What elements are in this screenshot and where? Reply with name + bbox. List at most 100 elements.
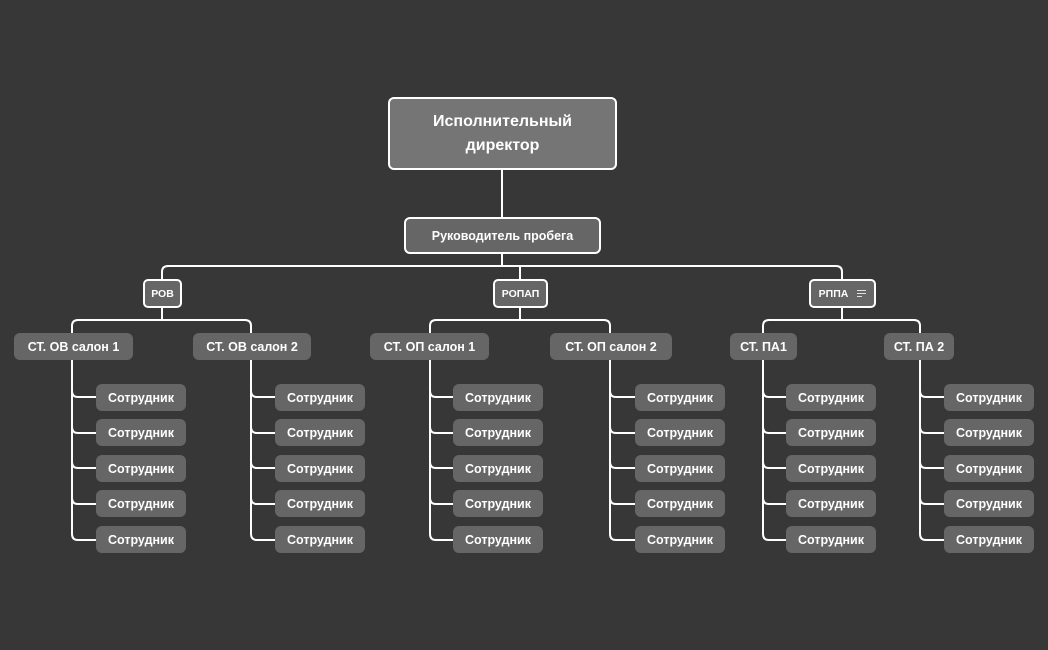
team-node[interactable]: СТ. ОП салон 1 (370, 333, 489, 360)
root-node-label: Исполнительный директор (433, 112, 572, 154)
connector-line (429, 319, 611, 333)
employee-label: Сотрудник (797, 425, 864, 440)
employee-label: Сотрудник (464, 532, 531, 547)
department-node[interactable]: РППА (809, 279, 876, 308)
connector-line (250, 426, 275, 434)
employee-label: Сотрудник (646, 496, 713, 511)
connector-line (609, 390, 635, 398)
connector-line (762, 319, 921, 333)
employee-node[interactable]: Сотрудник (944, 384, 1034, 411)
connector-line (919, 426, 944, 434)
connector-line (609, 426, 635, 434)
employee-node[interactable]: Сотрудник (453, 490, 543, 517)
employee-label: Сотрудник (797, 532, 864, 547)
employee-node[interactable]: Сотрудник (96, 419, 186, 446)
employee-node[interactable]: Сотрудник (96, 490, 186, 517)
employee-label: Сотрудник (464, 390, 531, 405)
connector-line (429, 497, 453, 505)
employee-label: Сотрудник (797, 390, 864, 405)
employee-node[interactable]: Сотрудник (786, 419, 876, 446)
employee-node[interactable]: Сотрудник (635, 384, 725, 411)
team-node[interactable]: СТ. ПА1 (730, 333, 797, 360)
root-node[interactable]: Исполнительный директор (388, 97, 617, 170)
connector-line (429, 426, 453, 434)
team-label: СТ. ОП салон 2 (565, 339, 657, 354)
note-icon[interactable] (857, 290, 867, 297)
employee-label: Сотрудник (955, 496, 1022, 511)
team-node[interactable]: СТ. ОП салон 2 (550, 333, 672, 360)
team-label: СТ. ПА1 (740, 339, 787, 354)
employee-node[interactable]: Сотрудник (786, 455, 876, 482)
employee-node[interactable]: Сотрудник (453, 384, 543, 411)
connector-line (919, 360, 944, 541)
team-label: СТ. ОВ салон 2 (206, 339, 298, 354)
connector-line (71, 319, 252, 333)
employee-node[interactable]: Сотрудник (944, 490, 1034, 517)
connector-line (762, 360, 786, 541)
employee-label: Сотрудник (646, 390, 713, 405)
employee-node[interactable]: Сотрудник (786, 490, 876, 517)
employee-node[interactable]: Сотрудник (453, 419, 543, 446)
team-node[interactable]: СТ. ОВ салон 2 (193, 333, 311, 360)
employee-node[interactable]: Сотрудник (944, 419, 1034, 446)
employee-label: Сотрудник (646, 461, 713, 476)
connector-line (71, 461, 96, 469)
employee-node[interactable]: Сотрудник (786, 526, 876, 553)
connector-line (250, 390, 275, 398)
employee-label: Сотрудник (107, 496, 174, 511)
employee-label: Сотрудник (955, 461, 1022, 476)
employee-label: Сотрудник (107, 461, 174, 476)
employee-node[interactable]: Сотрудник (275, 490, 365, 517)
connector-line (762, 497, 786, 505)
team-label: СТ. ПА 2 (893, 339, 945, 354)
employee-label: Сотрудник (107, 425, 174, 440)
connector-line (71, 360, 96, 541)
connector-line (762, 426, 786, 434)
department-node[interactable]: РОПАП (493, 279, 548, 308)
employee-node[interactable]: Сотрудник (453, 455, 543, 482)
employee-node[interactable]: Сотрудник (96, 455, 186, 482)
employee-label: Сотрудник (955, 532, 1022, 547)
connector-line (71, 426, 96, 434)
department-node[interactable]: РОВ (143, 279, 182, 308)
employee-node[interactable]: Сотрудник (944, 526, 1034, 553)
department-label: РОПАП (501, 287, 540, 300)
employee-label: Сотрудник (955, 390, 1022, 405)
employee-label: Сотрудник (797, 461, 864, 476)
employee-node[interactable]: Сотрудник (96, 384, 186, 411)
employee-node[interactable]: Сотрудник (275, 455, 365, 482)
employee-label: Сотрудник (107, 390, 174, 405)
connector-line (609, 497, 635, 505)
team-node[interactable]: СТ. ПА 2 (884, 333, 954, 360)
employee-label: Сотрудник (286, 390, 353, 405)
team-node[interactable]: СТ. ОВ салон 1 (14, 333, 133, 360)
employee-label: Сотрудник (286, 461, 353, 476)
employee-label: Сотрудник (286, 496, 353, 511)
employee-node[interactable]: Сотрудник (453, 526, 543, 553)
employee-node[interactable]: Сотрудник (635, 455, 725, 482)
employee-label: Сотрудник (646, 532, 713, 547)
run-head-node[interactable]: Руководитель пробега (404, 217, 601, 254)
employee-node[interactable]: Сотрудник (275, 419, 365, 446)
employee-node[interactable]: Сотрудник (635, 526, 725, 553)
employee-label: Сотрудник (464, 461, 531, 476)
connector-line (429, 461, 453, 469)
run-head-node-label: Руководитель пробега (431, 228, 574, 243)
employee-node[interactable]: Сотрудник (786, 384, 876, 411)
connector-line (250, 360, 275, 541)
connector-line (609, 360, 635, 541)
employee-node[interactable]: Сотрудник (635, 419, 725, 446)
connector-line (762, 390, 786, 398)
employee-label: Сотрудник (797, 496, 864, 511)
employee-node[interactable]: Сотрудник (96, 526, 186, 553)
employee-node[interactable]: Сотрудник (275, 384, 365, 411)
employee-node[interactable]: Сотрудник (944, 455, 1034, 482)
connector-line (250, 497, 275, 505)
connector-line (429, 360, 453, 541)
connector-line (161, 265, 843, 279)
department-label: РППА (818, 287, 849, 300)
employee-node[interactable]: Сотрудник (275, 526, 365, 553)
employee-node[interactable]: Сотрудник (635, 490, 725, 517)
team-label: СТ. ОП салон 1 (383, 339, 476, 354)
